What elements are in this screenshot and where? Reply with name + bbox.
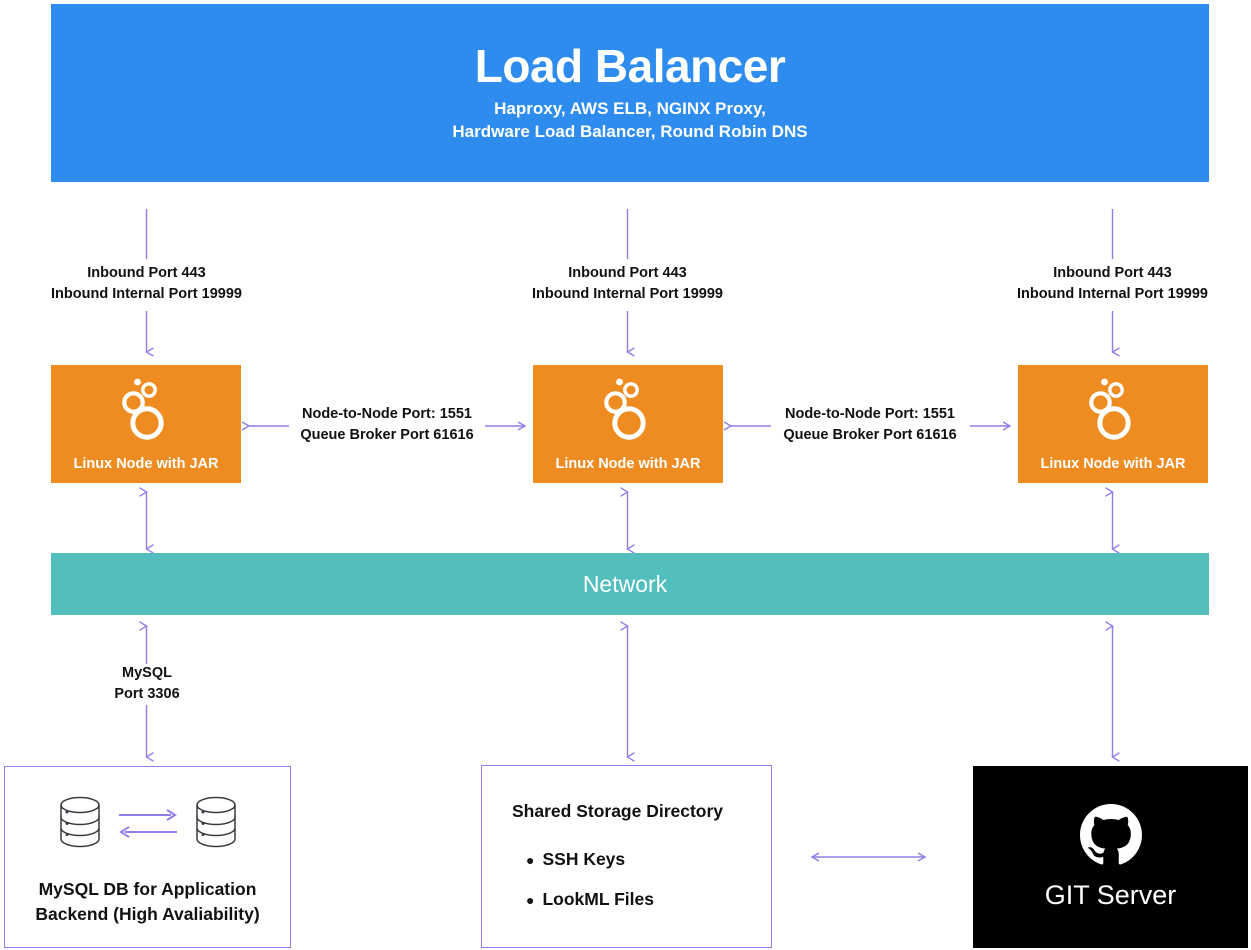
bullet-icon: ● — [526, 852, 535, 868]
linux-node-left[interactable]: Linux Node with JAR — [51, 365, 241, 483]
node-link-label-right: Node-to-Node Port: 1551 Queue Broker Por… — [783, 406, 957, 443]
mysql-replication-icons — [5, 795, 290, 851]
load-balancer-title: Load Balancer — [474, 39, 786, 92]
inbound-label-left: Inbound Port 443 Inbound Internal Port 1… — [51, 265, 242, 302]
database-cylinder-icon — [59, 796, 100, 848]
load-balancer-subtitle-line1: Haproxy, AWS ELB, NGINX Proxy, — [494, 99, 766, 119]
network-bar: Network — [51, 553, 1209, 615]
replication-arrows-icon — [118, 809, 177, 838]
shared-storage-item-lookml-files: ● LookML Files — [526, 889, 654, 910]
load-balancer-banner: Load Balancer Haproxy, AWS ELB, NGINX Pr… — [51, 4, 1209, 182]
linux-node-label: Linux Node with JAR — [555, 455, 701, 472]
git-server-label: GIT Server — [1044, 879, 1177, 910]
load-balancer-subtitle-line2: Hardware Load Balancer, Round Robin DNS — [452, 122, 808, 142]
git-server-box[interactable]: GIT Server — [973, 766, 1248, 948]
network-label: Network — [582, 570, 668, 597]
inbound-label-middle: Inbound Port 443 Inbound Internal Port 1… — [532, 265, 723, 302]
looker-logo-icon — [122, 378, 164, 440]
looker-logo-icon — [604, 378, 646, 440]
mysql-db-caption: MySQL DB for Application Backend (High A… — [35, 879, 260, 924]
linux-node-right[interactable]: Linux Node with JAR — [1018, 365, 1208, 483]
linux-node-middle[interactable]: Linux Node with JAR — [533, 365, 723, 483]
shared-storage-item-ssh-keys: ● SSH Keys — [526, 849, 625, 870]
bullet-icon: ● — [526, 892, 535, 908]
shared-storage-item-label: SSH Keys — [542, 849, 626, 869]
mysql-link-label: MySQL Port 3306 — [114, 665, 180, 702]
shared-storage-item-label: LookML Files — [542, 889, 654, 909]
mysql-db-box[interactable]: MySQL DB for Application Backend (High A… — [4, 766, 291, 948]
node-link-label-left: Node-to-Node Port: 1551 Queue Broker Por… — [300, 406, 474, 443]
database-cylinder-icon — [195, 796, 236, 848]
shared-storage-title: Shared Storage Directory — [512, 801, 724, 821]
shared-storage-box[interactable]: Shared Storage Directory ● SSH Keys ● Lo… — [481, 765, 772, 948]
linux-node-label: Linux Node with JAR — [1040, 455, 1186, 472]
inbound-label-right: Inbound Port 443 Inbound Internal Port 1… — [1017, 265, 1208, 302]
linux-node-label: Linux Node with JAR — [73, 455, 219, 472]
looker-logo-icon — [1089, 378, 1131, 440]
github-octocat-icon — [1079, 803, 1142, 864]
